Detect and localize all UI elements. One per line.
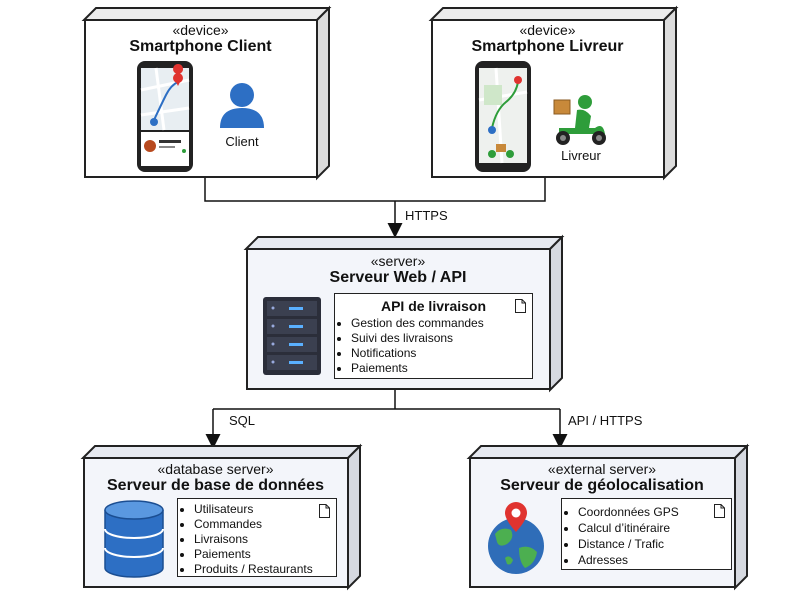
driver-device-node: «device» Smartphone Livreur Livreur bbox=[428, 5, 679, 181]
delivery-scooter-icon bbox=[553, 95, 606, 145]
database-server-node: «database server» Serveur de base de don… bbox=[80, 443, 363, 591]
list-item: Calcul d’itinéraire bbox=[578, 520, 731, 536]
db-stereotype: «database server» bbox=[157, 461, 274, 477]
client-device-node: «device» Smartphone Client Client bbox=[81, 5, 332, 181]
list-item: Coordonnées GPS bbox=[578, 504, 731, 520]
api-artifact-list: Gestion des commandes Suivi des livraiso… bbox=[335, 316, 532, 376]
list-item: Gestion des commandes bbox=[351, 316, 532, 331]
sql-label: SQL bbox=[229, 413, 256, 428]
geo-title: Serveur de géolocalisation bbox=[500, 477, 704, 494]
document-icon bbox=[714, 504, 725, 518]
geo-artifact-list: Coordonnées GPS Calcul d’itinéraire Dist… bbox=[562, 504, 731, 568]
server-title: Serveur Web / API bbox=[329, 269, 467, 286]
server-rack-icon bbox=[263, 297, 321, 375]
geolocation-server-node: «external server» Serveur de géolocalisa… bbox=[466, 443, 750, 591]
web-server-node: «server» Serveur Web / API API de livrai… bbox=[243, 234, 565, 393]
list-item: Commandes bbox=[194, 517, 336, 532]
client-stereotype: «device» bbox=[172, 22, 229, 38]
client-actor-label: Client bbox=[225, 134, 259, 149]
list-item: Notifications bbox=[351, 346, 532, 361]
person-icon bbox=[220, 83, 264, 128]
list-item: Adresses bbox=[578, 552, 731, 568]
api-https-label: API / HTTPS bbox=[568, 413, 643, 428]
list-item: Livraisons bbox=[194, 532, 336, 547]
client-connector bbox=[204, 177, 395, 202]
https-label: HTTPS bbox=[405, 208, 448, 223]
db-title: Serveur de base de données bbox=[107, 477, 324, 494]
node-3d-frame bbox=[428, 5, 679, 181]
list-item: Paiements bbox=[351, 361, 532, 376]
geo-artifact-box: Coordonnées GPS Calcul d’itinéraire Dist… bbox=[561, 498, 732, 570]
document-icon bbox=[319, 504, 330, 518]
driver-stereotype: «device» bbox=[519, 22, 576, 38]
geo-stereotype: «external server» bbox=[547, 461, 657, 477]
smartphone-map-icon bbox=[137, 61, 193, 172]
globe-pin-icon bbox=[488, 502, 544, 574]
list-item: Distance / Trafic bbox=[578, 536, 731, 552]
driver-title: Smartphone Livreur bbox=[471, 38, 624, 55]
database-icon bbox=[104, 500, 164, 578]
list-item: Paiements bbox=[194, 547, 336, 562]
db-artifact-list: Utilisateurs Commandes Livraisons Paieme… bbox=[178, 502, 336, 577]
smartphone-route-icon bbox=[475, 61, 531, 172]
client-title: Smartphone Client bbox=[129, 38, 272, 55]
list-item: Produits / Restaurants bbox=[194, 562, 336, 577]
driver-connector bbox=[395, 177, 546, 202]
api-artifact-box: API de livraison Gestion des commandes S… bbox=[334, 293, 533, 379]
list-item: Suivi des livraisons bbox=[351, 331, 532, 346]
db-artifact-box: Utilisateurs Commandes Livraisons Paieme… bbox=[177, 498, 337, 577]
driver-actor-label: Livreur bbox=[561, 148, 601, 163]
server-stereotype: «server» bbox=[370, 253, 426, 269]
api-artifact-title: API de livraison bbox=[380, 298, 487, 314]
list-item: Utilisateurs bbox=[194, 502, 336, 517]
document-icon bbox=[515, 299, 526, 313]
node-3d-frame bbox=[81, 5, 332, 181]
